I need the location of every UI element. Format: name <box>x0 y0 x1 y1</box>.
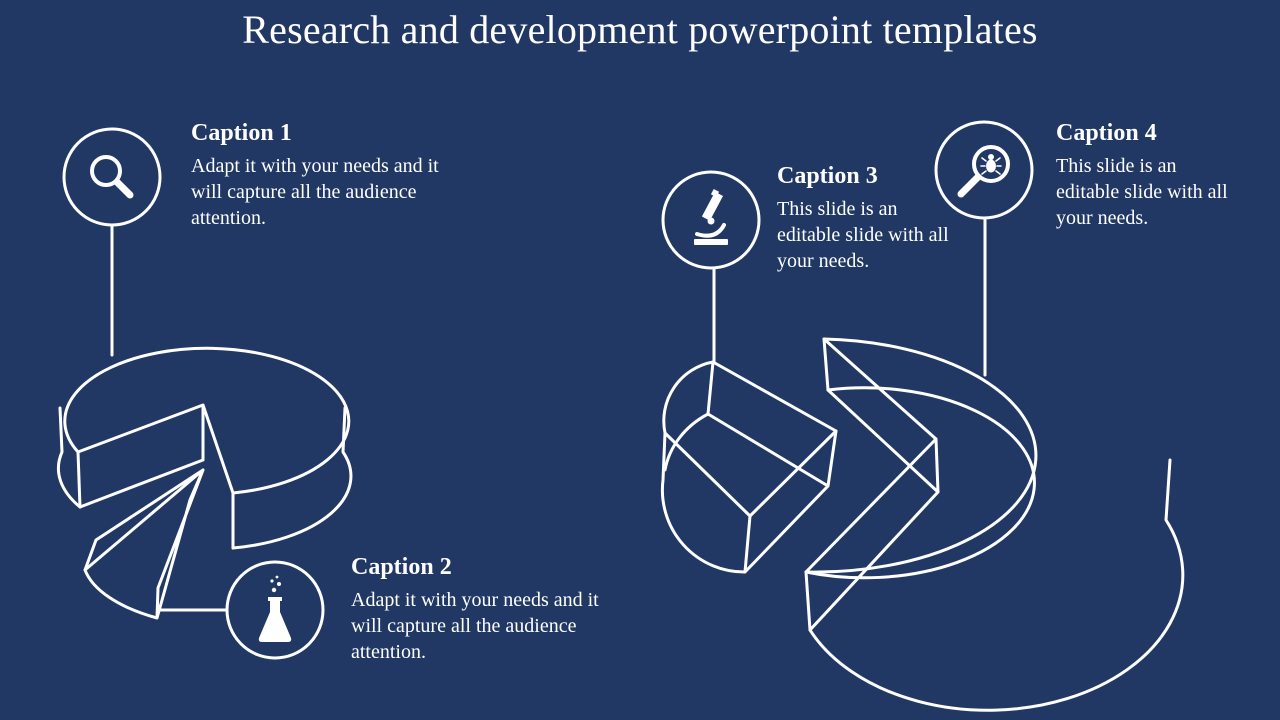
caption-1-body: Adapt it with your needs and it will cap… <box>191 155 439 229</box>
microscope-icon <box>694 188 728 245</box>
caption-4: Caption 4 This slide is an editable slid… <box>1056 120 1236 231</box>
left-pie-wedge <box>83 468 205 620</box>
caption-2-heading: Caption 2 <box>351 554 452 580</box>
caption-1-icon-circle <box>62 127 162 227</box>
caption-4-icon-circle <box>934 120 1034 220</box>
left-pie-chart <box>56 224 353 620</box>
caption-4-body: This slide is an editable slide with all… <box>1056 155 1228 229</box>
bug-search-icon <box>957 145 1010 198</box>
flask-icon <box>258 575 292 642</box>
caption-4-heading: Caption 4 <box>1056 120 1157 146</box>
caption-2-icon-circle <box>225 560 325 660</box>
right-pie-chart <box>660 216 1185 712</box>
caption-3-body: This slide is an editable slide with all… <box>777 198 949 272</box>
caption-1: Caption 1 Adapt it with your needs and i… <box>191 120 461 231</box>
right-pie-large-slice <box>804 337 1038 574</box>
caption-2: Caption 2 Adapt it with your needs and i… <box>351 554 621 665</box>
caption-3-heading: Caption 3 <box>777 163 878 189</box>
caption-2-body: Adapt it with your needs and it will cap… <box>351 589 599 663</box>
caption-3-icon-circle <box>661 170 761 270</box>
slide-title: Research and development powerpoint temp… <box>242 7 1038 52</box>
left-pie-cut-face <box>76 403 235 550</box>
caption-1-heading: Caption 1 <box>191 120 292 146</box>
left-pie-top <box>63 346 351 495</box>
caption-3: Caption 3 This slide is an editable slid… <box>777 163 957 274</box>
left-pie-side <box>231 406 353 550</box>
magnifier-icon <box>90 155 134 199</box>
